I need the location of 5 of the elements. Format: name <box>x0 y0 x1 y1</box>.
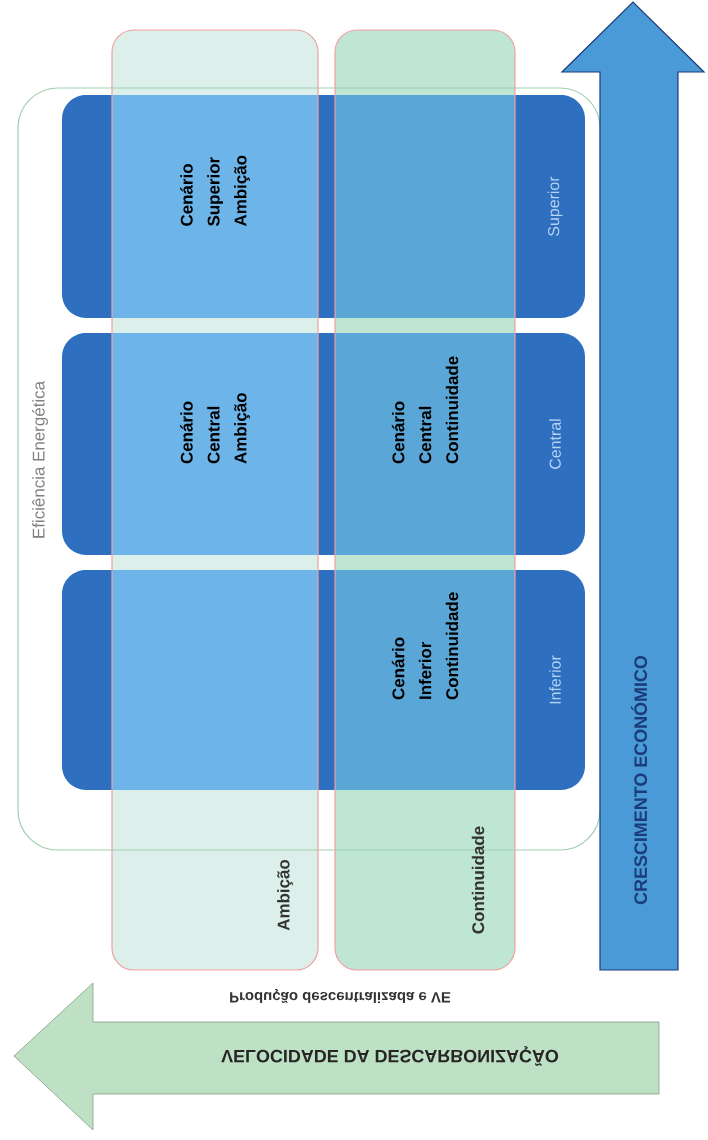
scenario-cell: Cenário Central Continuidade <box>335 333 515 555</box>
scenario-cell: Cenário Central Ambição <box>112 333 318 555</box>
scenario-cell: Cenário Inferior Continuidade <box>335 570 515 790</box>
scenario-cell: Cenário Superior Ambição <box>112 95 318 318</box>
arrow-caption: Produção descentralizada e VE <box>230 989 451 1003</box>
